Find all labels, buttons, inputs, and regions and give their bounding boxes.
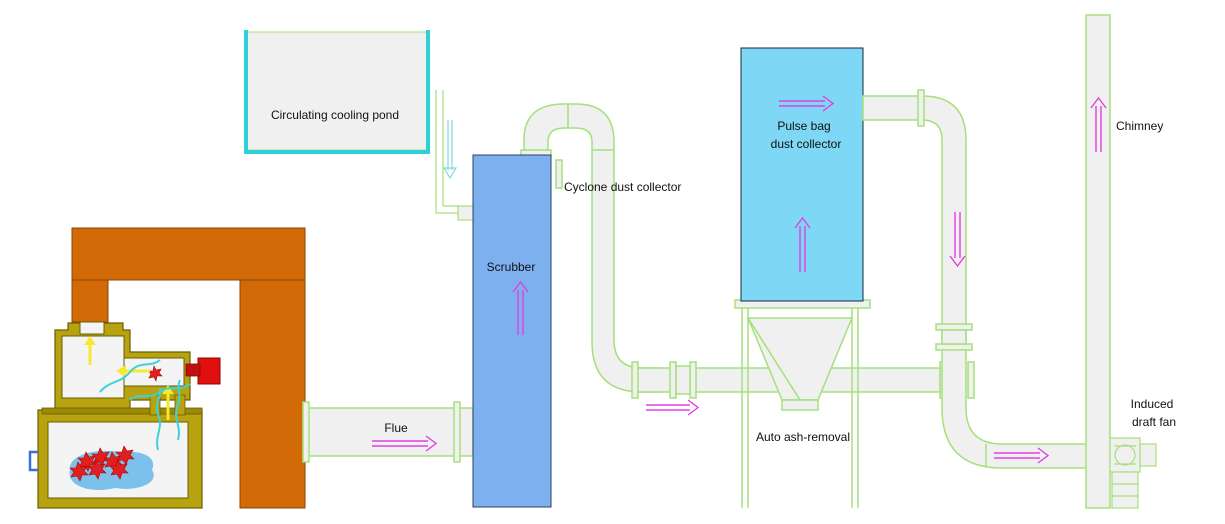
label-auto-ash: Auto ash-removal [756, 430, 850, 444]
gas-flow-arrows [84, 336, 191, 451]
flow-arrow-scrubber [512, 280, 529, 335]
cooling-water-line [435, 90, 475, 221]
label-flue: Flue [384, 421, 408, 435]
flame-icons [69, 365, 163, 482]
label-cooling-pond: Circulating cooling pond [271, 108, 399, 122]
flow-arrow-bag-up [794, 216, 811, 272]
flow-arrow-flue [372, 435, 438, 452]
label-chimney: Chimney [1116, 119, 1163, 133]
pulse-bag-collector [740, 47, 864, 302]
flow-arrow-chimney [1090, 96, 1107, 152]
flue-duct [302, 401, 474, 463]
scrubber [472, 154, 552, 508]
flow-arrow-down [949, 212, 966, 268]
right-pipe [862, 89, 1091, 469]
bag-collector-support [734, 299, 871, 508]
flow-direction-arrows [372, 95, 1107, 464]
label-fan-2: draft fan [1132, 415, 1176, 429]
label-pulse-bag-2: dust collector [771, 137, 842, 151]
exhaust-duct [71, 227, 306, 509]
label-pulse-bag-1: Pulse bag [777, 119, 830, 133]
label-cyclone: Cyclone dust collector [564, 180, 681, 194]
flow-arrow-bag-top [779, 95, 835, 112]
label-fan-1: Induced [1131, 397, 1174, 411]
burner [185, 357, 221, 385]
flow-arrow-middle [646, 399, 700, 416]
induced-draft-fan [1109, 437, 1157, 509]
label-scrubber: Scrubber [487, 260, 536, 274]
chimney [1085, 14, 1111, 509]
flow-arrow-fan [994, 447, 1050, 464]
cooling-pond [244, 30, 430, 154]
